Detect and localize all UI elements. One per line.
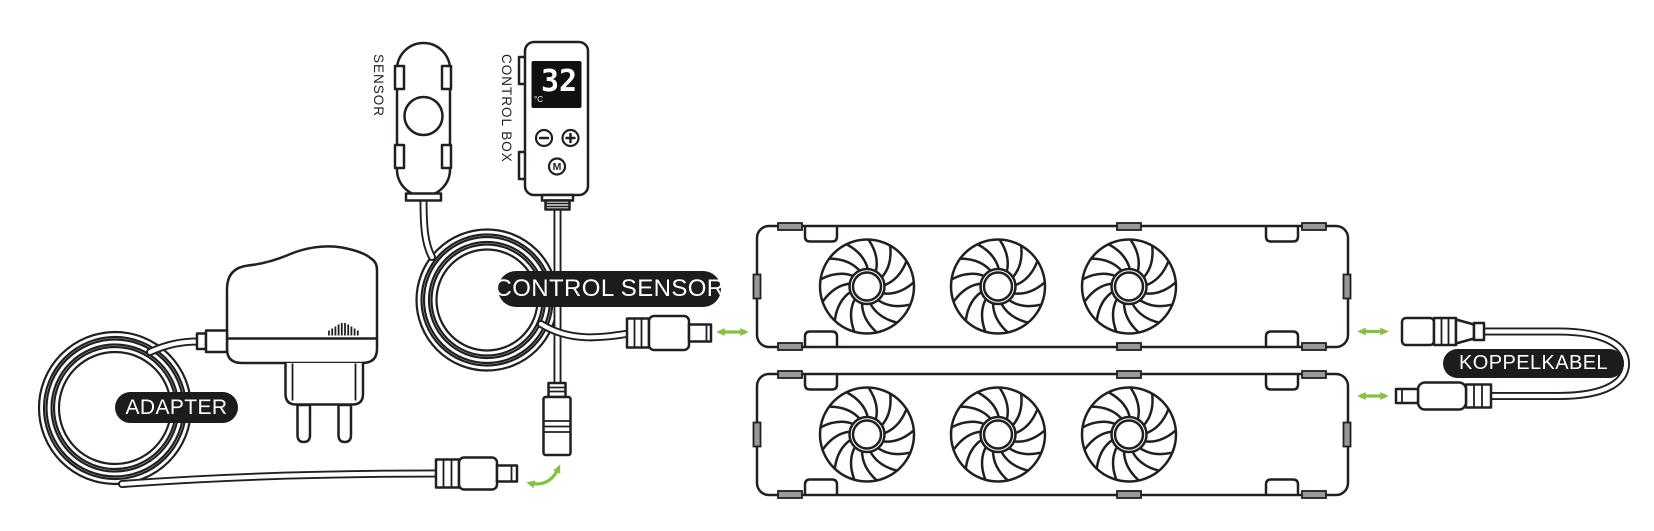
adapter-dc-plug	[434, 456, 519, 491]
dc-input-jack	[542, 381, 572, 457]
adapter-cables	[118, 337, 441, 488]
power-adapter	[195, 245, 379, 444]
control-box-title: CONTROL BOX	[499, 54, 514, 163]
fan-panel-1	[754, 223, 1351, 350]
display-unit: °C	[534, 95, 543, 104]
increase-button	[561, 128, 580, 148]
control-box-device	[517, 40, 590, 211]
connection-arrows	[716, 327, 1389, 400]
mode-button	[547, 157, 567, 176]
plug-pin	[296, 403, 312, 444]
eu-plug	[284, 361, 365, 444]
plus-icon	[565, 132, 576, 144]
koppelkabel-plug	[1394, 381, 1493, 411]
display-value: 32	[540, 64, 578, 99]
temperature-screen	[531, 61, 582, 108]
sensor-device	[393, 41, 453, 202]
sensor-eye-icon	[403, 95, 444, 137]
barrel-connector	[195, 329, 229, 354]
control-sensor-label: CONTROL SENSOR	[494, 271, 724, 307]
vent-lines-icon	[328, 323, 359, 336]
mode-button-label: M	[552, 160, 562, 173]
adapter-label: ADAPTER	[115, 392, 238, 423]
control-sensor-plug	[625, 314, 713, 352]
koppelkabel	[1394, 316, 1631, 411]
plug-pin	[337, 403, 353, 444]
connect-arrow-adapter	[526, 464, 561, 489]
koppelkabel-label: KOPPELKABEL	[1443, 349, 1624, 378]
sensor-title: SENSOR	[371, 54, 386, 118]
fan-panel-2	[754, 371, 1351, 498]
decrease-button	[534, 128, 554, 148]
koppelkabel-jack	[1400, 316, 1486, 347]
